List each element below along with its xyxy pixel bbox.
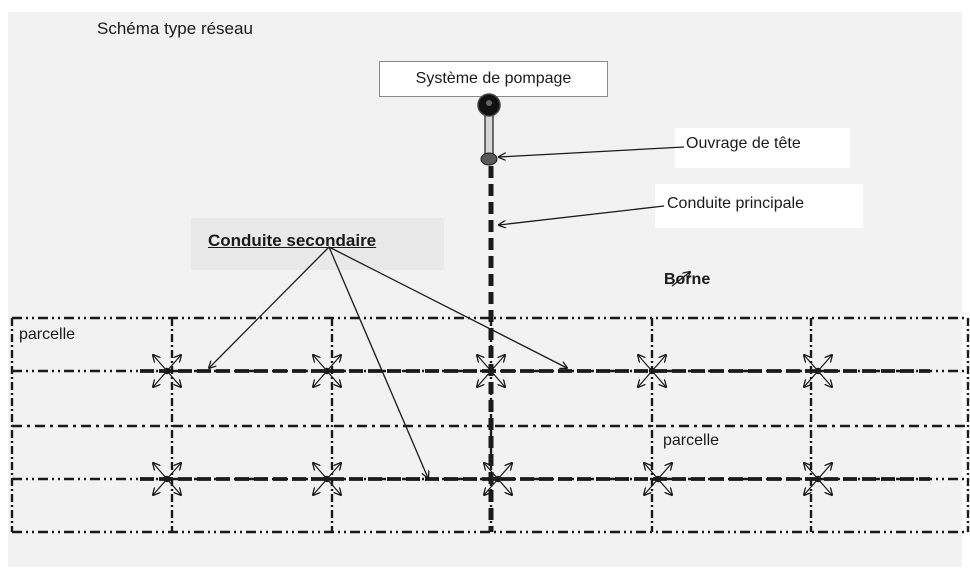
secondary-pipe-callout-arrow: [328, 246, 428, 478]
head-works-label-box: [675, 128, 850, 168]
hydrant-outlet-arrow: [804, 355, 819, 372]
hydrant-outlet-arrow: [804, 463, 819, 480]
hydrant-outlet-arrow: [804, 478, 819, 495]
hydrant-outlet-arrow: [477, 370, 492, 387]
hydrant-outlet-arrow: [153, 478, 168, 495]
hydrant-outlet-arrow: [166, 463, 181, 480]
pumping-system-box: [379, 61, 608, 97]
diagram-title: Schéma type réseau: [97, 19, 253, 38]
hydrant-outlet-arrow: [817, 478, 832, 495]
hydrant-outlet-arrow: [326, 355, 341, 372]
hydrant-outlet-arrow: [313, 463, 328, 480]
hydrant-icon: [644, 463, 672, 495]
hydrant-outlet-arrow: [477, 355, 492, 372]
hydrant-outlet-arrow: [497, 463, 512, 480]
hydrant-icon: [153, 463, 181, 495]
hydrant-outlet-arrow: [484, 463, 499, 480]
hydrant-outlet-arrow: [804, 370, 819, 387]
hydrant-outlet-arrow: [497, 478, 512, 495]
plot-label: parcelle: [19, 326, 76, 343]
hydrant-callout-arrow: [671, 272, 690, 287]
hydrant-outlet-arrow: [166, 355, 181, 372]
hydrant-icon: [153, 355, 181, 387]
hydrant-outlet-arrow: [651, 355, 666, 372]
hydrant-outlet-arrow: [166, 370, 181, 387]
hydrant-outlet-arrow: [313, 478, 328, 495]
hydrant-outlet-arrow: [817, 370, 832, 387]
hydrant-icon: [477, 355, 505, 387]
hydrant-outlet-arrow: [644, 478, 659, 495]
hydrant-outlet-arrow: [313, 370, 328, 387]
main-pipe-label-box: [655, 184, 863, 228]
hydrant-outlet-arrow: [153, 370, 168, 387]
hydrant-outlet-arrow: [657, 463, 672, 480]
head-works-callout-arrow: [499, 146, 685, 157]
secondary-pipe-label: Conduite secondaire: [208, 231, 377, 250]
hydrant-icon: [313, 355, 341, 387]
hydrant-icon: [484, 463, 512, 495]
main-pipe-callout-arrow: [499, 205, 665, 225]
callout-arrows: [209, 146, 690, 478]
hydrant-icon: [638, 355, 666, 387]
hydrant-outlet-arrow: [490, 370, 505, 387]
hydrant-outlet-arrow: [817, 355, 832, 372]
hydrant-outlet-arrow: [153, 463, 168, 480]
hydrant-outlet-arrow: [644, 463, 659, 480]
plot-label: parcelle: [663, 432, 720, 449]
head-works-icon: [480, 152, 498, 166]
main-pipe-label: Conduite principale: [667, 195, 804, 212]
pipe-network: [140, 166, 930, 532]
hydrant-icon: [313, 463, 341, 495]
hydrant-outlet-arrow: [638, 355, 653, 372]
hydrant-outlet-arrow: [166, 478, 181, 495]
hydrant-icon: [804, 355, 832, 387]
secondary-pipe-callout-arrow: [209, 246, 330, 368]
pumping-system-label: Système de pompage: [415, 70, 572, 87]
riser-pipe: [484, 111, 494, 159]
hydrant-outlet-arrow: [657, 478, 672, 495]
pump-highlight: [486, 100, 492, 106]
secondary-pipe-callout-arrow: [328, 246, 567, 368]
hydrant-outlet-arrow: [326, 478, 341, 495]
hydrant-label: Borne: [664, 271, 711, 288]
hydrant-outlet-arrow: [490, 355, 505, 372]
hydrant-icon: [804, 463, 832, 495]
hydrant-outlet-arrow: [313, 355, 328, 372]
hydrant-outlet-arrow: [651, 370, 666, 387]
head-works-label: Ouvrage de tête: [686, 135, 801, 152]
equipment: [477, 93, 501, 166]
hydrant-outlet-arrow: [153, 355, 168, 372]
hydrant-outlet-arrow: [817, 463, 832, 480]
secondary-pipe-label-box: [191, 218, 444, 270]
hydrant-symbols: [153, 355, 832, 495]
hydrant-outlet-arrow: [326, 370, 341, 387]
hydrant-outlet-arrow: [484, 478, 499, 495]
hydrant-outlet-arrow: [326, 463, 341, 480]
hydrant-outlet-arrow: [638, 370, 653, 387]
